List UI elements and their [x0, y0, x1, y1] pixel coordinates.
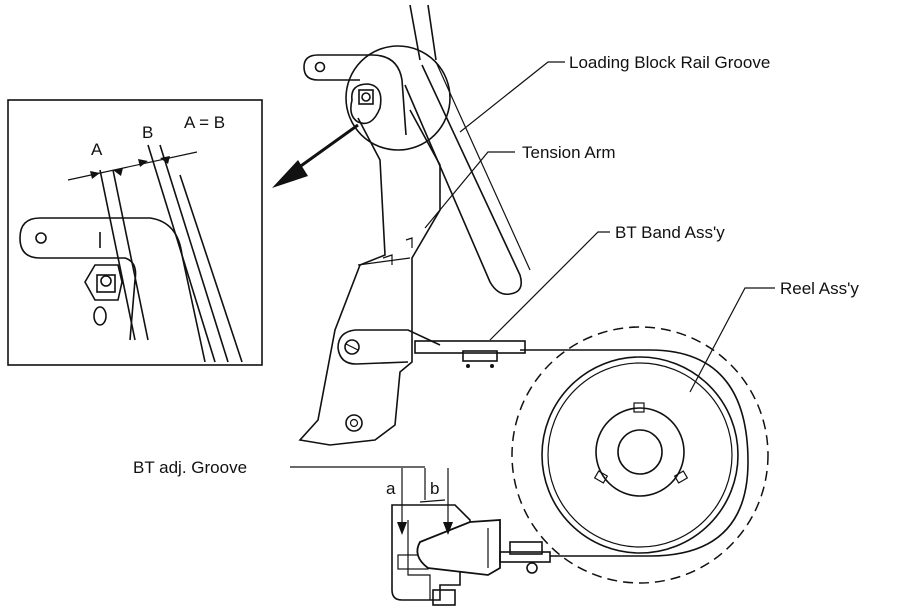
- lower-lever: [355, 329, 441, 346]
- callouts: Loading Block Rail Groove Tension Arm BT…: [133, 53, 859, 477]
- inset-mark-a: A: [91, 140, 103, 159]
- inset-arrowhead: [90, 171, 100, 179]
- inset-pin: [96, 274, 116, 293]
- bt-band-clamp: [414, 340, 526, 354]
- band-anchor: [499, 551, 551, 563]
- inset-pivot-hole: [35, 232, 47, 244]
- top-bracket: [318, 54, 407, 136]
- detail-circle: [345, 45, 451, 151]
- inset-frame: [7, 99, 263, 366]
- label-reel-assy: Reel Ass'y: [780, 279, 859, 298]
- lever-screw-slot: [345, 343, 359, 351]
- leader-loading-block-rail-groove: [459, 61, 565, 133]
- inset-rail-line: [112, 169, 149, 341]
- top-bracket: [303, 54, 360, 81]
- arm-plate-notch: [382, 254, 393, 265]
- inset-rail-line: [159, 144, 229, 363]
- groove-foot: [432, 589, 456, 606]
- label-tension-arm: Tension Arm: [522, 143, 616, 162]
- inset-rail-line: [179, 174, 243, 363]
- band-slider: [416, 519, 501, 576]
- reel-rim-inner: [547, 362, 733, 548]
- leader-reel-assy: [689, 287, 775, 393]
- tension-arm-edge: [435, 61, 531, 271]
- inset-equation: A = B: [184, 113, 225, 132]
- label-loading-block-rail-groove: Loading Block Rail Groove: [569, 53, 770, 72]
- dimension-a-arrow: [397, 522, 407, 535]
- inset-slot: [93, 306, 107, 326]
- leader-tension-arm: [424, 151, 515, 229]
- arm-plate-fold: [357, 257, 411, 266]
- reel-hub-tab: [673, 470, 689, 484]
- roller-outline: [350, 83, 382, 125]
- inset-arrowhead: [138, 159, 148, 167]
- rail-groove-line: [409, 4, 421, 61]
- bt-band-strip: [520, 349, 749, 557]
- arm-lower-hole-center: [349, 418, 359, 428]
- groove-mark-b: b: [430, 479, 439, 498]
- bt-band-block: [462, 350, 498, 362]
- band-anchor-block: [509, 541, 543, 555]
- inset-arm-edge: [19, 217, 137, 341]
- band-anchor-hole: [526, 562, 538, 574]
- groove-mark-a: a: [386, 479, 396, 498]
- inset-arrowhead: [113, 168, 123, 176]
- tension-arm-assembly: [298, 4, 531, 446]
- inset-arrowhead: [160, 156, 170, 164]
- bt-band-rivet: [490, 364, 494, 368]
- reel-hub-tab: [593, 470, 609, 484]
- arm-lower-hole: [345, 414, 363, 432]
- bt-adj-groove-assembly: a b: [386, 468, 551, 606]
- reel-outer-dashed: [511, 326, 769, 584]
- rail-groove-line: [427, 4, 437, 61]
- bt-band-rivet: [466, 364, 470, 368]
- reel-assembly: [511, 326, 769, 584]
- arm-plate-notch: [405, 237, 413, 248]
- inset-pin-center: [100, 275, 112, 287]
- reel-hub-center: [617, 429, 663, 475]
- inset-pin-holder: [84, 264, 123, 301]
- leader-bt-band-assy: [489, 231, 610, 341]
- inset-rail-line: [99, 169, 136, 341]
- bt-band: [414, 340, 749, 557]
- detail-pointer-arrow: [272, 123, 359, 188]
- inset-detail: A B A = B: [7, 99, 263, 366]
- roller-pin-center: [361, 92, 371, 102]
- reel-hub: [595, 407, 685, 497]
- dimension-bracket: [419, 499, 446, 503]
- roller-pin: [358, 89, 374, 105]
- arm-base-plate: [298, 109, 441, 446]
- inset-arm-edge: [40, 217, 206, 363]
- lower-lever: [337, 329, 409, 365]
- dimension-b-arrow: [443, 522, 453, 535]
- reel-rim: [541, 356, 739, 554]
- groove-bracket-inner: [407, 520, 431, 600]
- top-bracket-hole: [314, 61, 326, 73]
- label-bt-adj-groove: BT adj. Groove: [133, 458, 247, 477]
- inset-mark-b: B: [142, 123, 153, 142]
- inset-dimension-line: [67, 151, 198, 181]
- lever-screw: [344, 339, 360, 355]
- reel-hub-tab: [633, 402, 645, 413]
- tension-arm-bar: [404, 64, 523, 296]
- label-bt-band-assy: BT Band Ass'y: [615, 223, 725, 242]
